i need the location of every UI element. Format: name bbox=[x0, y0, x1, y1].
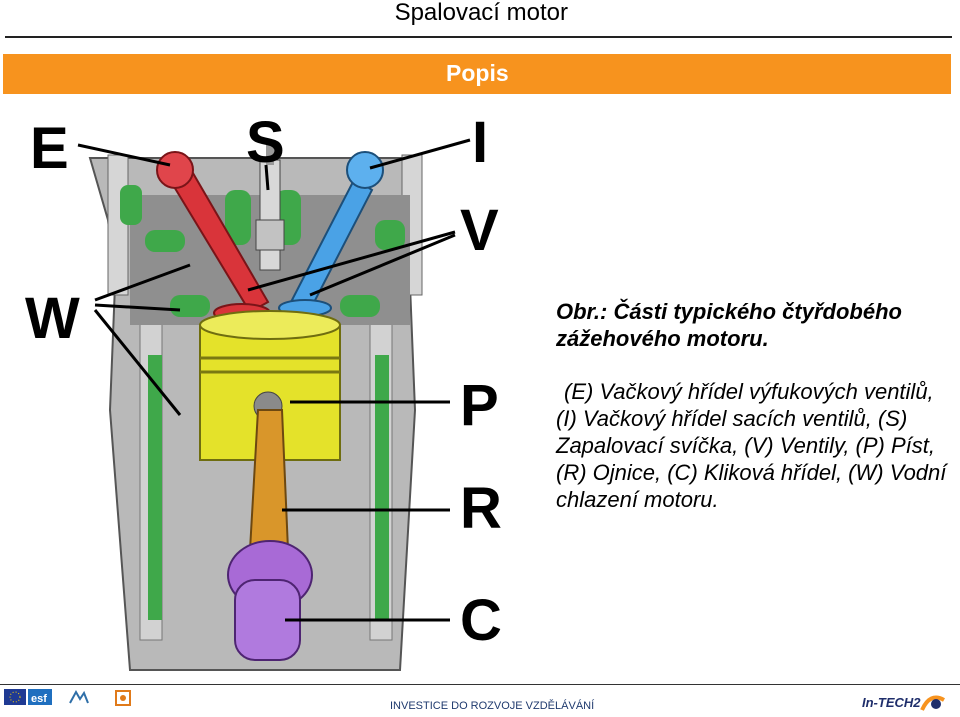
msmt-logo bbox=[66, 689, 92, 710]
svg-text:esf: esf bbox=[31, 693, 47, 705]
label-c: C bbox=[460, 588, 502, 653]
leader-lines bbox=[77, 138, 471, 622]
label-s: S bbox=[246, 110, 285, 175]
label-e: E bbox=[30, 116, 69, 181]
label-i: I bbox=[472, 110, 488, 175]
page-title: Spalovací motor bbox=[394, 0, 568, 26]
label-p: P bbox=[460, 373, 499, 438]
figure-caption: Obr.: Části typického čtyřdobého zážehov… bbox=[556, 298, 951, 513]
engine-illustration: E S I V W P R C bbox=[25, 110, 502, 671]
title-divider bbox=[5, 36, 952, 38]
footer-text: INVESTICE DO ROZVOJE VZDĚLÁVÁNÍ bbox=[390, 700, 595, 712]
intake-valve bbox=[278, 151, 384, 317]
label-r: R bbox=[460, 476, 502, 541]
crankshaft bbox=[227, 540, 313, 661]
banner-label: Popis bbox=[446, 60, 509, 86]
esf-logo: esf bbox=[28, 689, 52, 710]
eu-flag-logo bbox=[4, 689, 26, 710]
intech2-logo-text: In-TECH2 bbox=[862, 695, 921, 710]
label-v: V bbox=[460, 198, 499, 263]
op-logo bbox=[114, 689, 132, 712]
spark-plug bbox=[255, 140, 285, 271]
footer-divider bbox=[0, 684, 960, 685]
label-w: W bbox=[25, 286, 80, 351]
caption-body: (E) Vačkový hřídel výfukových ventilů, (… bbox=[556, 379, 947, 512]
water-cooling-channels bbox=[120, 185, 405, 620]
intech2-logo: In-TECH2 bbox=[862, 695, 945, 711]
caption-heading: Obr.: Části typického čtyřdobého zážehov… bbox=[556, 299, 902, 351]
section-banner: Popis bbox=[3, 54, 951, 94]
